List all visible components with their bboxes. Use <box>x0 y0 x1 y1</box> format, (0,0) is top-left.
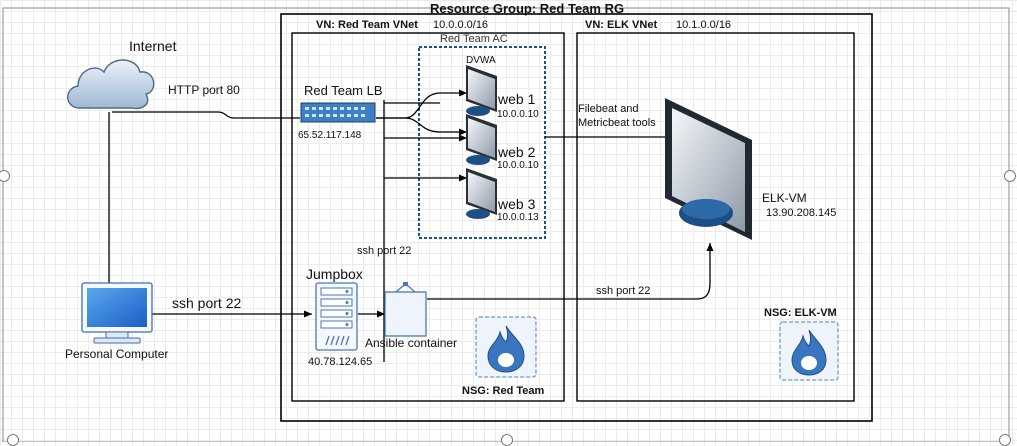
elk-cidr-label: 10.1.0.0/16 <box>676 19 732 31</box>
switch-icon <box>300 102 376 123</box>
nsg-elk-label: NSG: ELK-VM <box>764 307 837 319</box>
ansible-label: Ansible container <box>365 336 458 350</box>
load-balancer-label: Red Team LB <box>304 83 383 98</box>
connectors <box>108 89 714 362</box>
selection-frame <box>2 7 1010 442</box>
availability-set-label: Red Team AC <box>440 33 508 45</box>
web1-ip-label: 10.0.0.10 <box>497 109 539 120</box>
elk-vm-label: ELK-VM <box>762 191 807 205</box>
resource-group-label: Resource Group: Red Team RG <box>430 1 625 16</box>
nsg-redteam-label: NSG: Red Team <box>462 385 545 397</box>
lb-web2-link <box>376 117 467 136</box>
web1-label: web 1 <box>498 91 536 107</box>
http-port-label: HTTP port 80 <box>168 83 240 97</box>
elk-vnet-label: VN: ELK VNet <box>585 19 658 31</box>
http-link <box>112 111 300 119</box>
web2-monitor-icon <box>466 114 497 165</box>
internet-label: Internet <box>129 38 177 54</box>
resize-handle-right[interactable] <box>1004 170 1016 182</box>
web1-monitor-icon <box>466 65 497 116</box>
dvwa-availability-box <box>418 46 546 239</box>
web3-ip-label: 10.0.0.13 <box>497 212 539 223</box>
web2-ip-label: 10.0.0.10 <box>497 160 539 171</box>
web3-label: web 3 <box>498 196 536 212</box>
redteam-vnet-box <box>291 32 565 402</box>
resize-handle-bottom-left[interactable] <box>7 434 19 446</box>
lb-ip-label: 65.52.117.148 <box>298 130 362 141</box>
nsg-elk-shield-icon <box>779 321 839 381</box>
elk-vnet-box <box>576 32 855 402</box>
dvwa-label: DVWA <box>466 55 496 66</box>
beats-label: Filebeat and Metricbeat tools <box>578 103 656 129</box>
server-icon <box>315 282 358 351</box>
personal-computer-label: Personal Computer <box>65 347 169 361</box>
ssh-elk-link <box>427 243 714 300</box>
lb-web1-link <box>376 89 467 119</box>
nsg-red-shield-icon <box>475 316 537 378</box>
redteam-cidr-label: 10.0.0.0/16 <box>433 19 489 31</box>
ssh-elk-label: ssh port 22 <box>596 285 651 297</box>
container-icon <box>384 282 427 337</box>
web2-label: web 2 <box>498 144 536 160</box>
resource-group-box <box>280 13 873 422</box>
jumpbox-label: Jumpbox <box>306 266 363 282</box>
jumpbox-ip-label: 40.78.124.65 <box>308 356 373 368</box>
computer-icon <box>81 282 153 344</box>
resize-handle-left[interactable] <box>0 170 10 182</box>
web3-monitor-icon <box>466 168 497 219</box>
redteam-vnet-label: VN: Red Team VNet <box>316 19 418 31</box>
elk-ip-label: 13.90.208.145 <box>766 207 837 219</box>
cloud-icon <box>67 59 155 110</box>
elk-monitor-icon <box>665 98 752 240</box>
ssh-pc-label: ssh port 22 <box>172 295 242 311</box>
resize-handle-bottom-center[interactable] <box>501 434 513 446</box>
ssh-internal-label: ssh port 22 <box>357 245 412 257</box>
resize-handle-bottom-right[interactable] <box>999 434 1011 446</box>
